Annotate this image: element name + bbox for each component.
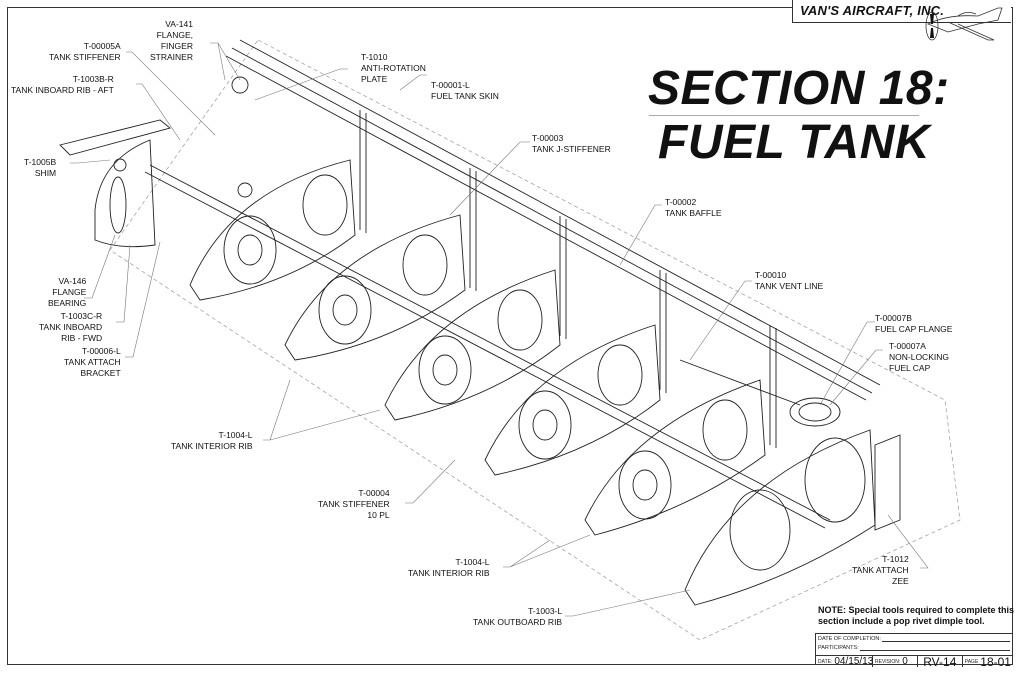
revision-value: 0	[902, 656, 908, 667]
tank-baffle-rail	[225, 39, 881, 401]
inboard-rib	[94, 139, 156, 248]
section-title-line1: SECTION 18:	[648, 62, 950, 115]
tank-vent-line	[679, 359, 801, 406]
callout-t-1005b: T-1005B SHIM	[24, 157, 57, 178]
drawing-border	[7, 7, 1013, 665]
callout-t-1003-l: T-1003-L TANK OUTBOARD RIB	[473, 606, 563, 627]
tank-stiffeners	[359, 110, 777, 448]
callout-va-141: VA-141 FLANGE, FINGER STRAINER	[150, 19, 193, 62]
interior-ribs	[189, 159, 876, 606]
callout-t-00003: T-00003 TANK J-STIFFENER	[532, 133, 611, 154]
callout-t-00007b: T-00007B FUEL CAP FLANGE	[875, 313, 953, 334]
title-divider	[649, 115, 919, 116]
date-label: DATE:	[818, 658, 833, 665]
section-title-line2: FUEL TANK	[658, 116, 931, 169]
page-label: PAGE	[964, 658, 979, 665]
revision-cell: REVISION: 0	[873, 656, 918, 667]
model-cell: RV-14	[918, 654, 963, 669]
airplane-logo-icon	[925, 7, 1003, 41]
leader-lines	[70, 42, 929, 617]
completion-row: DATE OF COMPLETION:	[818, 636, 1011, 642]
date-value: 04/15/13	[834, 656, 874, 667]
page-value: 18-01	[980, 654, 1011, 669]
company-name: VAN'S AIRCRAFT, INC.	[800, 3, 945, 18]
callout-t-00002: T-00002 TANK BAFFLE	[665, 197, 722, 218]
callout-t-1012: T-1012 TANK ATTACH ZEE	[852, 554, 909, 586]
revision-label: REVISION:	[875, 658, 901, 665]
callout-t-00005a: T-00005A TANK STIFFENER	[49, 41, 121, 62]
callout-t-00004: T-00004 TANK STIFFENER 10 PL	[318, 488, 390, 520]
callout-t-00006-l: T-00006-L TANK ATTACH BRACKET	[64, 346, 121, 378]
j-stiffener-rail	[144, 164, 831, 529]
title-block-bottom-row: DATE: 04/15/13 REVISION: 0 RV-14 PAGE 18…	[816, 654, 1013, 669]
callout-t-00001-l: T-00001-L FUEL TANK SKIN	[431, 80, 499, 101]
date-cell: DATE: 04/15/13	[816, 656, 873, 667]
page-cell: PAGE 18-01	[963, 654, 1013, 669]
callout-t-1010: T-1010 ANTI-ROTATION PLATE	[361, 52, 426, 84]
participants-label: PARTICIPANTS:	[818, 645, 859, 651]
completion-field[interactable]	[882, 641, 1011, 642]
fuel-tank-skin-outline	[109, 39, 961, 641]
participants-field[interactable]	[860, 650, 1011, 651]
callout-t-1004-l-upper: T-1004-L TANK INTERIOR RIB	[171, 430, 253, 451]
fuel-cap	[789, 397, 841, 427]
callout-t-1003c-r: T-1003C-R TANK INBOARD RIB - FWD	[39, 311, 103, 343]
callout-t-1003b-r: T-1003B-R TANK INBOARD RIB - AFT	[11, 74, 114, 95]
participants-row: PARTICIPANTS:	[818, 645, 1011, 651]
tank-attach-zee	[874, 434, 901, 531]
brand-box	[792, 0, 1011, 23]
completion-label: DATE OF COMPLETION:	[818, 636, 881, 642]
special-tools-note: NOTE: Special tools required to complete…	[818, 605, 1015, 626]
callout-va-146: VA-146 FLANGE BEARING	[48, 276, 87, 308]
callout-t-1004-l-lower: T-1004-L TANK INTERIOR RIB	[408, 557, 490, 578]
callout-t-00007a: T-00007A NON-LOCKING FUEL CAP	[889, 341, 949, 373]
callout-t-00010: T-00010 TANK VENT LINE	[755, 270, 824, 291]
title-block: DATE OF COMPLETION: PARTICIPANTS: DATE: …	[815, 633, 1013, 669]
model-value: RV-14	[923, 654, 957, 669]
